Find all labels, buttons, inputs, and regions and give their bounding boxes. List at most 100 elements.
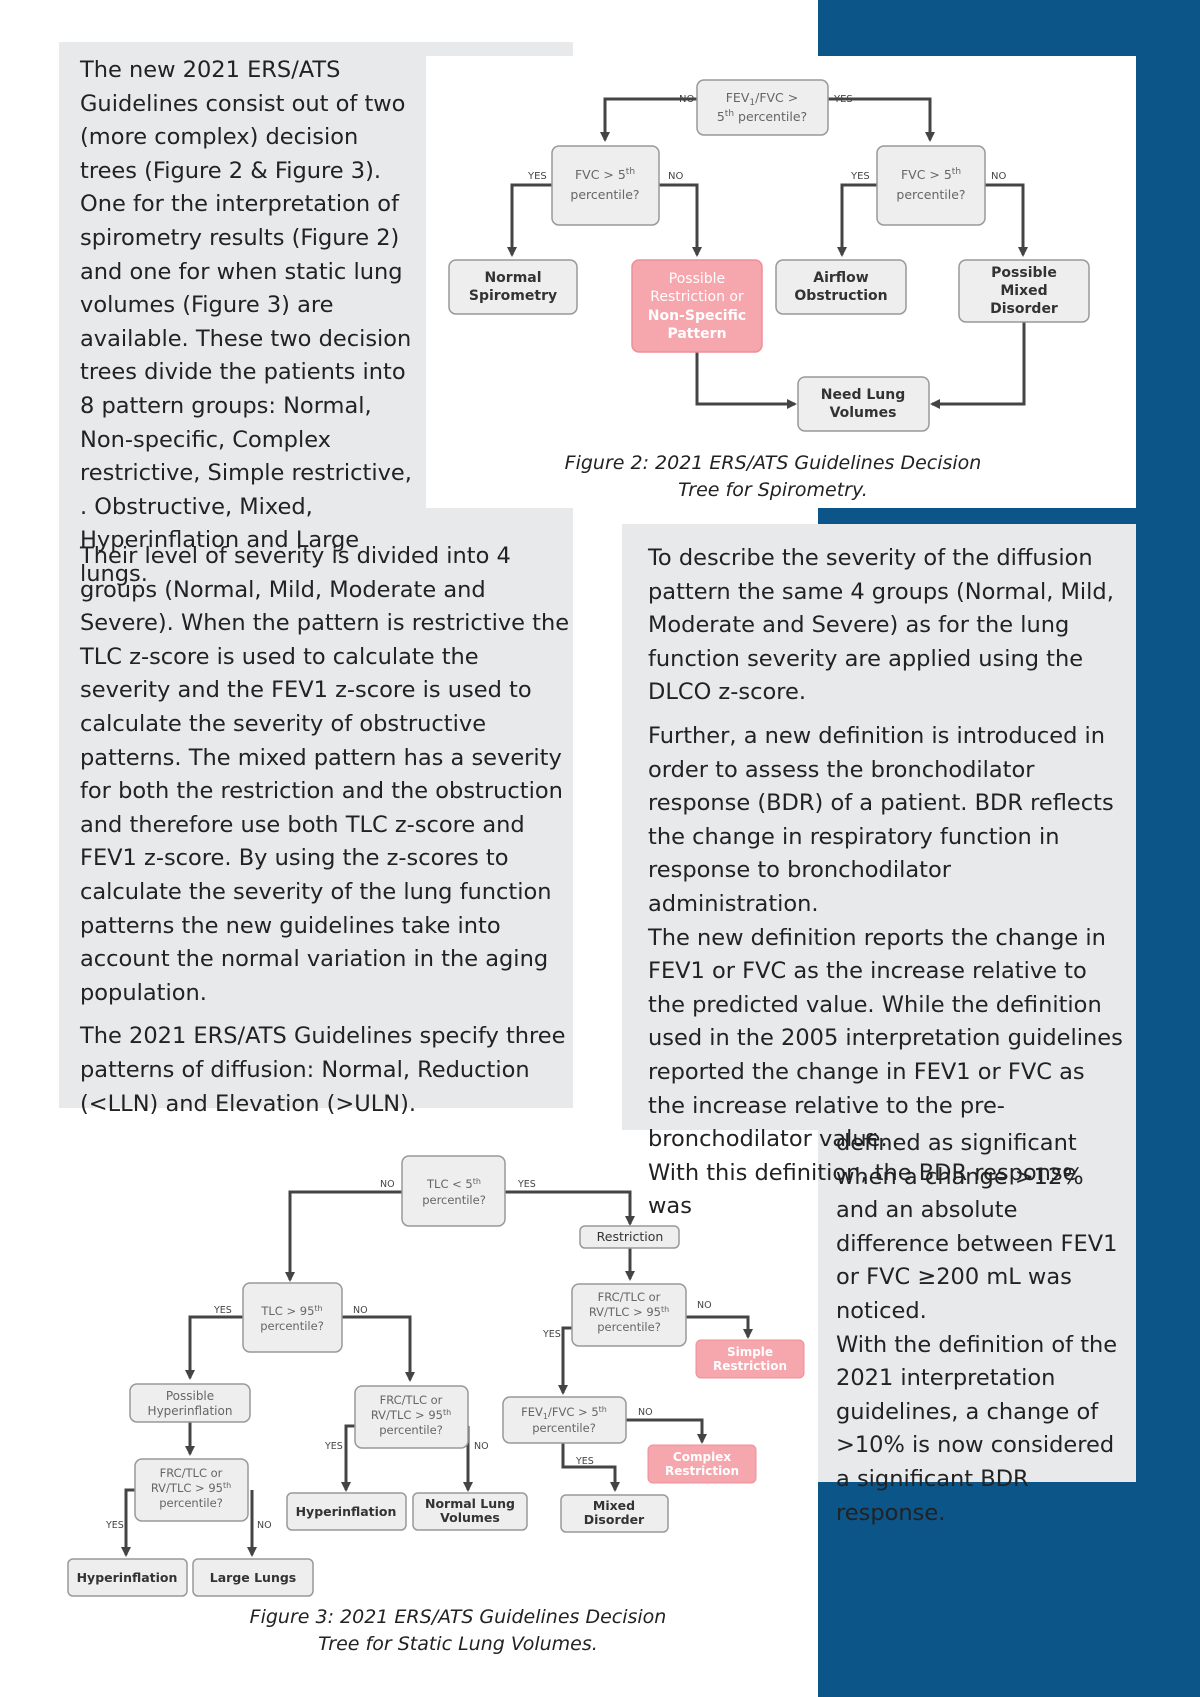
restriction-label: Restriction <box>597 1229 664 1244</box>
simple-restriction-node <box>695 1339 805 1379</box>
restriction-line1: Possible <box>669 271 725 287</box>
root-no-label: NO <box>679 94 694 105</box>
left-no-label: NO <box>668 171 683 182</box>
frc-middle-no-label: NO <box>474 1441 489 1452</box>
normal-lung-volumes-line2: Volumes <box>440 1510 500 1525</box>
bdr-definition-paragraph: The new definition reports the change in… <box>648 924 1123 1153</box>
tlc-low-yes-label: YES <box>517 1179 536 1190</box>
tlc-low-question-node <box>401 1155 506 1227</box>
right-panel-bottom <box>818 1128 1136 1482</box>
frc-left-no-label: NO <box>257 1520 272 1531</box>
normal-spirometry-line1: Normal <box>484 270 541 286</box>
simple-restriction-line2: Restriction <box>713 1359 787 1373</box>
fev1-fvc-line2: percentile? <box>532 1421 596 1435</box>
tlc-low-line1: TLC < 5th <box>426 1177 481 1191</box>
frc-left-line1: FRC/TLC or <box>160 1466 223 1480</box>
diffusion-paragraph: The 2021 ERS/ATS Guidelines specify thre… <box>80 1023 566 1117</box>
hyperinflation-middle-label: Hyperinflation <box>296 1504 397 1519</box>
fev1-yes-label: YES <box>575 1456 594 1467</box>
normal-spirometry-node <box>448 259 578 315</box>
bdr-column: To describe the severity of the diffusio… <box>648 542 1126 1224</box>
fvc-question-right-line1: FVC > 5th <box>901 167 961 182</box>
figure-2-caption-line2: Tree for Spirometry. <box>678 479 868 501</box>
frc-left-line2: RV/TLC > 95th <box>151 1481 231 1495</box>
normal-lung-volumes-node <box>412 1492 528 1531</box>
frc-question-node-left <box>134 1458 249 1522</box>
mixed-disorder-line2: Mixed <box>1000 283 1047 299</box>
need-lung-volumes-node <box>797 376 930 432</box>
root-yes-label: YES <box>833 94 853 105</box>
fvc-question-left-line1: FVC > 5th <box>575 167 635 182</box>
frc-restriction-line2: RV/TLC > 95th <box>589 1305 669 1319</box>
diffusion-severity-paragraph: To describe the severity of the diffusio… <box>648 545 1114 706</box>
right-panel-top <box>622 524 1136 1130</box>
right-no-label: NO <box>991 171 1006 182</box>
figure-3-caption-line1: Figure 3: 2021 ERS/ATS Guidelines Decisi… <box>249 1606 667 1628</box>
severity-column: Their level of severity is divided into … <box>80 540 570 1131</box>
fev1-fvc-question-node <box>696 79 829 136</box>
tlc-high-yes-label: YES <box>213 1305 232 1316</box>
frc-left-yes-label: YES <box>105 1520 124 1531</box>
mixed-disorder-line3: Disorder <box>990 301 1058 317</box>
simple-restriction-line1: Simple <box>727 1345 773 1359</box>
possible-hyperinflation-line1: Possible <box>166 1389 214 1403</box>
intro-paragraph: The new 2021 ERS/ATS Guidelines consist … <box>80 54 416 602</box>
large-lungs-label: Large Lungs <box>210 1570 297 1585</box>
frc-restriction-line1: FRC/TLC or <box>598 1290 661 1304</box>
severity-paragraph: Their level of severity is divided into … <box>80 543 570 1006</box>
restriction-node <box>579 1225 680 1249</box>
airflow-obstruction-line2: Obstruction <box>794 288 887 304</box>
bdr-new-paragraph: With the definition of the 2021 interpre… <box>836 1331 1118 1526</box>
airflow-obstruction-node <box>775 259 907 315</box>
complex-restriction-node <box>647 1444 757 1484</box>
fvc-question-left-line2: percentile? <box>570 187 639 202</box>
need-lung-volumes-line1: Need Lung <box>821 387 905 403</box>
frc-middle-yes-label: YES <box>324 1441 343 1452</box>
figure-2-caption-line1: Figure 2: 2021 ERS/ATS Guidelines Decisi… <box>564 452 982 474</box>
figure-3-decision-tree: NO YES YES NO NO YES NO YES YES NO YES N… <box>67 1155 805 1597</box>
possible-hyperinflation-node <box>129 1383 251 1423</box>
possible-restriction-node <box>631 259 763 353</box>
fev1-fvc-question-line2: 5th percentile? <box>717 109 807 124</box>
frc-restriction-line3: percentile? <box>597 1320 661 1334</box>
restriction-line2: Restriction or <box>650 289 744 305</box>
possible-hyperinflation-line2: Hyperinflation <box>148 1404 233 1418</box>
airflow-obstruction-line1: Airflow <box>813 270 869 286</box>
normal-spirometry-line2: Spirometry <box>469 288 557 304</box>
bdr-old-continued: defined as significant when a change >12… <box>836 1130 1118 1324</box>
figure-3-caption-line2: Tree for Static Lung Volumes. <box>318 1633 598 1655</box>
figure-3-caption: Figure 3: 2021 ERS/ATS Guidelines Decisi… <box>233 1604 683 1658</box>
restriction-line4: Pattern <box>667 326 726 342</box>
right-yes-label: YES <box>850 171 870 182</box>
frc-left-line3: percentile? <box>159 1496 223 1510</box>
frc-middle-line1: FRC/TLC or <box>380 1393 443 1407</box>
bdr-intro-paragraph: Further, a new definition is introduced … <box>648 722 1114 917</box>
tlc-high-no-label: NO <box>353 1305 368 1316</box>
fev1-fvc-question-node <box>502 1396 627 1444</box>
tlc-low-no-label: NO <box>380 1179 395 1190</box>
bdr-old-paragraph: With this definition, the BDR response w… <box>648 1159 1077 1220</box>
tlc-high-question-node <box>242 1282 343 1353</box>
tlc-low-line2: percentile? <box>422 1193 486 1207</box>
large-lungs-node <box>192 1558 314 1597</box>
frc-middle-line2: RV/TLC > 95th <box>371 1408 451 1422</box>
frc-question-node-restriction <box>571 1283 687 1347</box>
tlc-high-line2: percentile? <box>260 1319 324 1333</box>
fvc-question-node-left <box>551 145 660 226</box>
normal-lung-volumes-line1: Normal Lung <box>425 1496 515 1511</box>
hyperinflation-left-label: Hyperinflation <box>77 1570 178 1585</box>
fvc-question-node-right <box>876 145 986 226</box>
left-yes-label: YES <box>527 171 547 182</box>
frc-restriction-no-label: NO <box>697 1300 712 1311</box>
hyperinflation-node-left <box>67 1558 188 1597</box>
fev1-no-label: NO <box>638 1407 653 1418</box>
figure-2-decision-tree: FEV1/FVC > 5th percentile? FVC > 5th per… <box>448 79 1090 432</box>
possible-mixed-disorder-node <box>958 259 1090 323</box>
frc-middle-line3: percentile? <box>379 1423 443 1437</box>
figure-2-caption: Figure 2: 2021 ERS/ATS Guidelines Decisi… <box>548 450 998 504</box>
fev1-fvc-line1: FEV1/FVC > 5th <box>521 1405 607 1421</box>
mixed-disorder-node <box>560 1494 669 1533</box>
tlc-high-line1: TLC > 95th <box>260 1304 322 1318</box>
restriction-line3: Non-Specific <box>648 308 747 324</box>
mixed-disorder-line1: Mixed <box>593 1498 635 1513</box>
